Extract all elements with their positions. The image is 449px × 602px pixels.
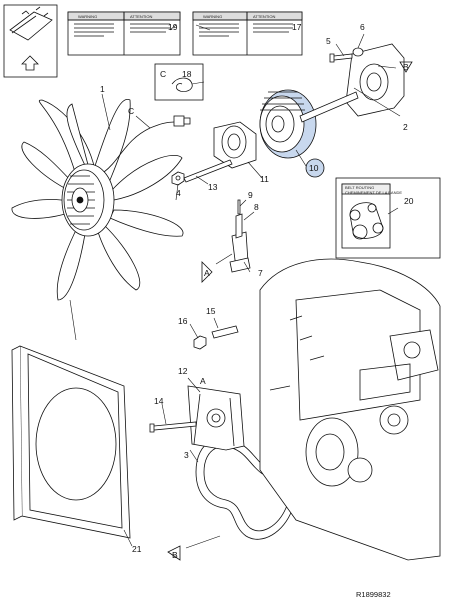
callout-7: 7 (258, 268, 263, 278)
orientation-pictogram (9, 6, 53, 41)
leader-lines (69, 24, 401, 549)
fan-clutch (61, 163, 115, 237)
fan-nut (171, 171, 185, 186)
callout-5: 5 (326, 36, 331, 46)
reference-number: R1899832 (356, 590, 391, 599)
callout-8: 8 (254, 202, 259, 212)
fan-pulley (259, 89, 317, 159)
letter-C-box: C (160, 69, 166, 79)
bolt-15 (211, 325, 239, 339)
callout-10: 10 (309, 163, 319, 173)
fan-spacer (213, 121, 257, 169)
callout-20: 20 (404, 196, 414, 206)
nut-16 (193, 335, 207, 350)
fan-blade-assembly (11, 99, 184, 301)
callout-21: 21 (132, 544, 142, 554)
callout-16: 16 (178, 316, 188, 326)
washer (352, 47, 364, 57)
letter-A-lower: A (200, 376, 206, 386)
marker-B-hub (399, 61, 413, 73)
bolt-14 (149, 421, 197, 433)
bolt-5 (329, 53, 353, 63)
callout-1: 1 (100, 84, 105, 94)
callout-18: 18 (182, 69, 192, 79)
belt-label-title2: CHEMINEMENT DE LA BANDE (345, 190, 402, 195)
belt-label-title1: BELT ROUTING (345, 185, 374, 190)
arrow-up-icon (21, 55, 39, 71)
warning-label-17 (192, 11, 303, 56)
callout-13: 13 (208, 182, 218, 192)
callout-4: 4 (176, 188, 181, 198)
sensor-bracket (229, 199, 251, 273)
fan-shroud (11, 345, 131, 539)
belt-routing-decal (341, 183, 391, 249)
callout-15: 15 (206, 306, 216, 316)
letter-C-sensor: C (128, 106, 134, 116)
callout-2: 2 (403, 122, 408, 132)
letter-A-bracket: A (204, 268, 210, 278)
fan-sensor-connector (173, 115, 191, 127)
callout-19: 19 (168, 22, 178, 32)
serpentine-belt-inner (203, 446, 291, 532)
callout-12: 12 (178, 366, 188, 376)
marker-A-bracket (201, 261, 213, 283)
marker-B-belt (167, 545, 181, 561)
callout-11: 11 (260, 174, 269, 184)
warning-right-title2: ATTENTION (253, 14, 275, 19)
callout-6: 6 (360, 22, 365, 32)
warning-right-title1: WARNING (203, 14, 222, 19)
letter-B-hub: B (403, 62, 409, 72)
callout-3: 3 (184, 450, 189, 460)
orientation-box (3, 4, 58, 78)
fan-drive-shaft (183, 159, 233, 183)
callout-9: 9 (248, 190, 253, 200)
callout-17: 17 (292, 22, 302, 32)
letter-B-belt: B (172, 550, 178, 560)
engine-block (259, 258, 441, 561)
fan-drive-hub (299, 43, 405, 123)
tensioner-bracket (187, 385, 245, 451)
callout-10-circle (305, 158, 325, 178)
warning-left-title2: ATTENTION (130, 14, 152, 19)
warning-left-title1: WARNING (78, 14, 97, 19)
callout-14: 14 (154, 396, 164, 406)
clip-18-icon (171, 77, 193, 92)
warning-label-19 (67, 11, 181, 56)
